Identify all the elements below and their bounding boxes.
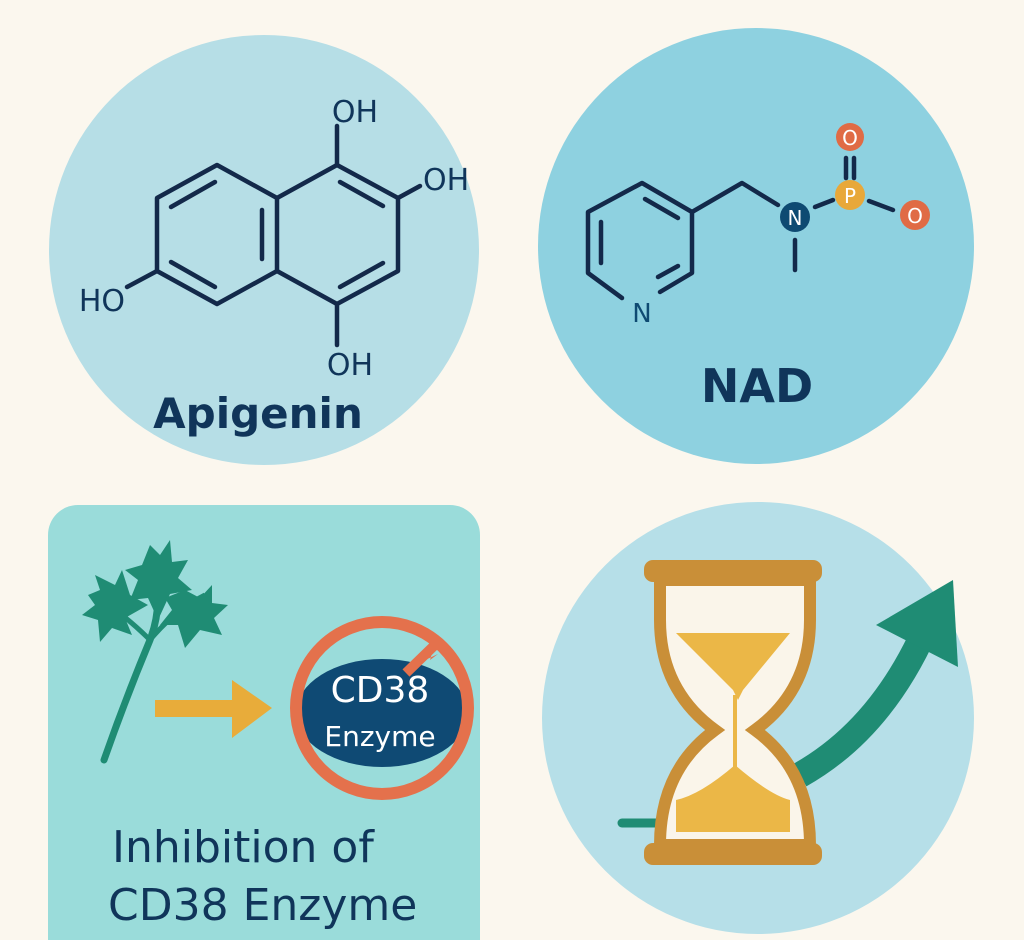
nad-title: NAD [701, 359, 813, 413]
cd38-enzyme-badge: CD38 Enzyme [290, 616, 474, 800]
nad-panel: N N P O O NAD [538, 28, 974, 464]
atom-ho-left: HO [79, 284, 125, 319]
atom-p: P [844, 184, 856, 208]
nad-structure [585, 123, 930, 301]
apigenin-structure [124, 123, 423, 348]
right-arrow-icon [155, 680, 272, 738]
hourglass-icon [644, 560, 822, 865]
caption-line2: CD38 Enzyme [108, 880, 417, 931]
inhibition-panel: CD38 Enzyme Inhibition of CD38 Enzyme [48, 505, 480, 940]
badge-line2: Enzyme [324, 720, 435, 753]
prohibition-icon [290, 616, 474, 800]
trend-up-arrow-icon [617, 580, 958, 828]
parsley-icon [82, 540, 228, 764]
atom-chain-n: N [788, 206, 803, 230]
apigenin-title: Apigenin [153, 389, 363, 438]
badge-line1: CD38 [331, 670, 430, 711]
atom-oh-top: OH [332, 95, 378, 130]
atom-oh-right: OH [423, 163, 469, 198]
atom-ring-n: N [632, 299, 651, 329]
longevity-panel [542, 502, 974, 934]
apigenin-panel: OH OH HO OH Apigenin [49, 35, 479, 465]
atom-o-right: O [907, 204, 923, 228]
nad-circle-bg [538, 28, 974, 464]
caption-line1: Inhibition of [112, 822, 375, 873]
atom-oh-bottom: OH [327, 348, 373, 383]
atom-o-top: O [842, 126, 858, 150]
